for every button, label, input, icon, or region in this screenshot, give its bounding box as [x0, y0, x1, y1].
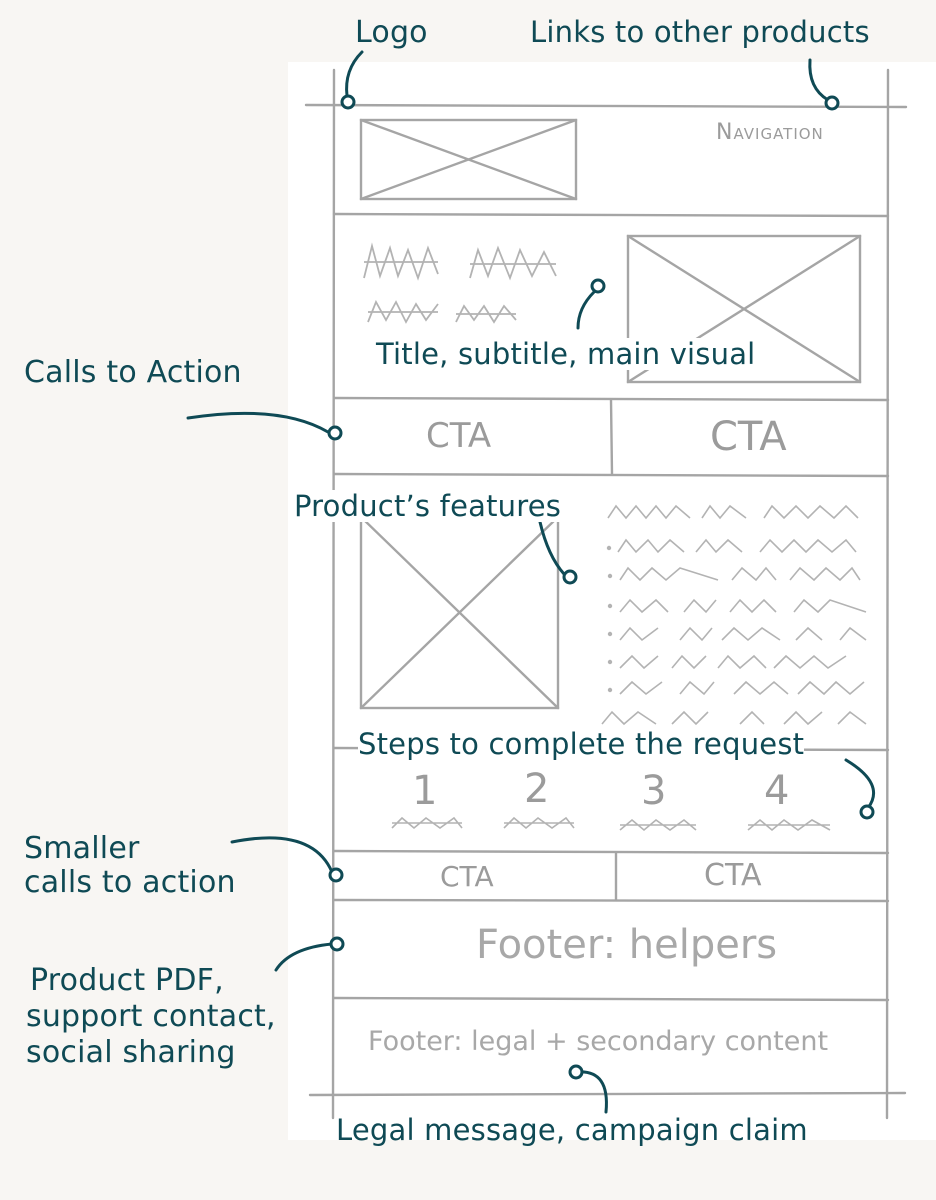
cta-secondary-left: CTA — [440, 860, 494, 893]
annotation-smaller-cta-line2: calls to action — [24, 865, 236, 900]
annotation-steps-request: Steps to complete the request — [358, 727, 805, 761]
anchor-title — [590, 278, 606, 294]
features-list-scribble — [601, 504, 867, 726]
leader-smaller-cta — [230, 836, 334, 874]
frame-bottom-line — [308, 1091, 907, 1097]
annotation-footer-helpers-line3: social sharing — [26, 1035, 236, 1070]
anchor-calls-to-action — [327, 425, 343, 441]
divider-header — [332, 212, 890, 218]
frame-right-line — [885, 68, 890, 1120]
annotation-footer-helpers-line1: Product PDF, — [30, 963, 224, 998]
steps-caption-scribbles — [391, 816, 831, 832]
cta-secondary-right: CTA — [704, 858, 762, 893]
leader-footer-helpers — [274, 942, 334, 972]
step-number-4: 4 — [764, 768, 790, 814]
annotation-title-subtitle-visual: Title, subtitle, main visual — [376, 337, 756, 371]
leader-features — [538, 520, 566, 576]
leader-links — [808, 58, 830, 102]
cta-split-line — [609, 398, 614, 476]
anchor-legal — [568, 1064, 584, 1080]
divider-steps — [332, 849, 890, 855]
leader-legal — [576, 1070, 608, 1114]
navigation-label: Navigation — [716, 120, 824, 145]
divider-footer — [332, 996, 890, 1002]
cta-primary-right: CTA — [710, 414, 787, 460]
annotation-legal-claim: Legal message, campaign claim — [336, 1113, 808, 1147]
anchor-features — [562, 569, 578, 585]
frame-left-line — [331, 68, 336, 1120]
step-number-2: 2 — [524, 766, 550, 812]
annotation-links-other-products: Links to other products — [530, 15, 870, 49]
footer-helpers-label: Footer: helpers — [476, 922, 778, 968]
anchor-footer-helpers — [329, 936, 345, 952]
divider-small-cta — [332, 898, 890, 903]
anchor-steps — [859, 804, 875, 820]
leader-calls-to-action — [186, 411, 330, 434]
footer-legal-label: Footer: legal + secondary content — [368, 1026, 829, 1057]
anchor-logo — [340, 94, 356, 110]
annotation-product-features: Product’s features — [294, 489, 562, 523]
annotation-footer-helpers-line2: support contact, — [26, 999, 276, 1034]
logo-placeholder — [359, 118, 578, 201]
annotation-calls-to-action: Calls to Action — [24, 355, 242, 390]
hero-subtitle-scribble — [367, 299, 517, 324]
step-number-1: 1 — [412, 768, 438, 814]
main-visual-placeholder — [626, 234, 862, 384]
anchor-links — [824, 95, 840, 111]
leader-steps — [844, 758, 876, 810]
annotation-logo: Logo — [355, 15, 428, 50]
paper-sheet — [288, 62, 936, 1140]
anchor-smaller-cta — [328, 867, 344, 883]
cta-primary-left: CTA — [426, 416, 492, 456]
divider-cta — [332, 472, 890, 478]
frame-top-line — [304, 103, 908, 109]
annotation-smaller-cta-line1: Smaller — [24, 831, 140, 866]
leader-logo — [345, 50, 364, 98]
hero-title-scribble — [363, 242, 557, 281]
leader-title — [576, 290, 596, 330]
features-bullets — [606, 545, 613, 693]
step-number-3: 3 — [641, 768, 667, 814]
